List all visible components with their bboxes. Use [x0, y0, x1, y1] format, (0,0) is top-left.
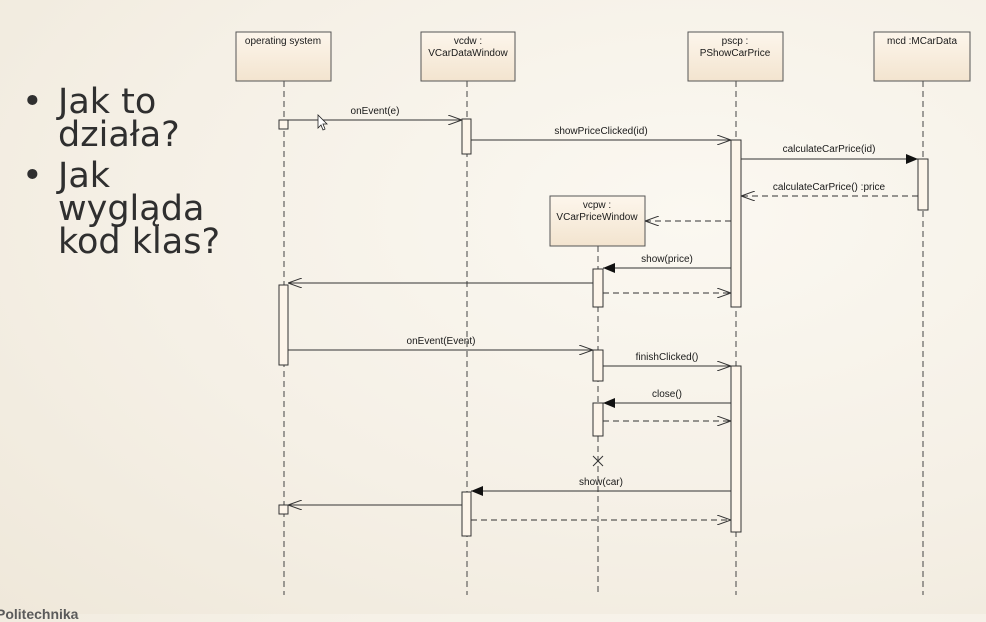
- message-label-show-price: show(price): [641, 254, 693, 265]
- message-label-calculateCarPrice: calculateCarPrice(id): [783, 144, 876, 155]
- participant-mcd-label: mcd :MCarData: [887, 36, 957, 47]
- activation-mcd-1: [917, 158, 929, 211]
- bullet-item: • Jak to działa?: [22, 82, 232, 155]
- bullet-text: Jak wygląda kod klas?: [58, 156, 221, 262]
- activation-os-2: [278, 284, 289, 366]
- bullet-marker: •: [22, 156, 43, 196]
- activation-os-1: [278, 119, 289, 130]
- activation-pscp-2: [730, 365, 742, 533]
- participant-os-label: operating system: [245, 36, 321, 47]
- bullet-item: • Jak wygląda kod klas?: [22, 156, 232, 262]
- bullet-list: • Jak to działa? • Jak wygląda kod klas?: [22, 82, 232, 267]
- message-label-onEvent-e: onEvent(e): [351, 106, 400, 117]
- participant-vcpw-label: vcpw :: [583, 200, 611, 211]
- lifelines: [283, 81, 924, 595]
- activation-vcpw-3: [592, 402, 604, 437]
- participant-box-pscp: [687, 31, 784, 82]
- message-label-show-car: show(car): [579, 477, 623, 488]
- participant-box-mcd: [873, 31, 971, 82]
- participant-box-vcpw: [549, 195, 646, 247]
- message-label-onEvent-Event: onEvent(Event): [407, 336, 476, 347]
- bullet-marker: •: [22, 82, 43, 122]
- message-label-calculateCarPrice-return: calculateCarPrice() :price: [773, 182, 886, 193]
- participant-vcpw-class: VCarPriceWindow: [556, 212, 638, 223]
- activation-vcpw-2: [592, 349, 604, 382]
- activation-vcdw-2: [461, 491, 472, 537]
- participant-box-vcdw: [420, 31, 516, 82]
- destroy-icon: [592, 455, 604, 467]
- participant-box-os: [235, 31, 332, 82]
- mouse-cursor-icon: [317, 114, 328, 131]
- activation-vcdw-1: [461, 118, 472, 155]
- participant-vcdw-label: vcdw :: [454, 36, 482, 47]
- message-label-finishClicked: finishClicked(): [636, 352, 699, 363]
- activation-vcpw-1: [592, 268, 604, 308]
- participant-vcdw-class: VCarDataWindow: [428, 48, 508, 59]
- bullet-text: Jak to działa?: [58, 82, 180, 155]
- message-label-close: close(): [652, 389, 682, 400]
- participant-pscp-class: PShowCarPrice: [700, 48, 771, 59]
- participant-pscp-label: pscp :: [722, 36, 749, 47]
- activation-os-3: [278, 504, 289, 515]
- message-label-showPriceClicked: showPriceClicked(id): [554, 126, 647, 137]
- activation-pscp-1: [730, 139, 742, 308]
